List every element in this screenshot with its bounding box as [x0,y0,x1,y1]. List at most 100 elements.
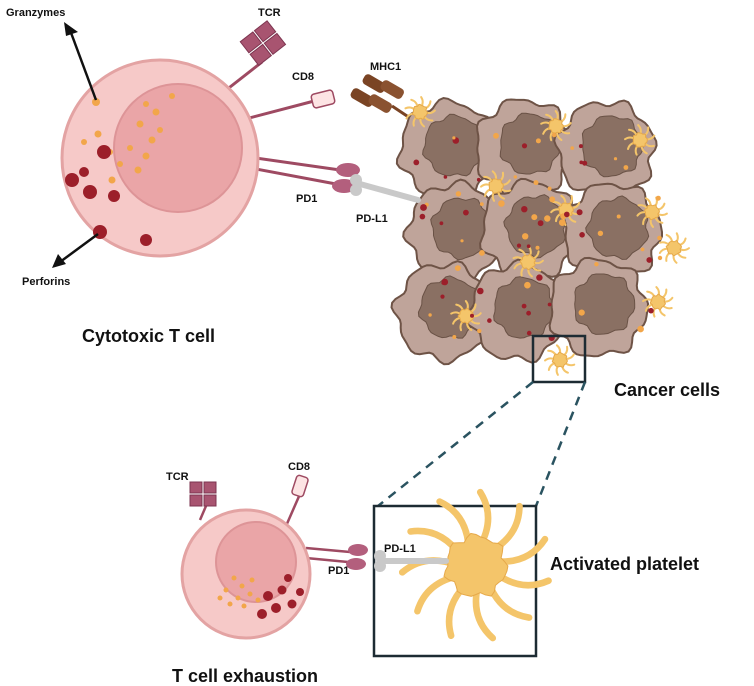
platelet-inset [372,488,552,658]
granzyme-dot [455,191,462,197]
granzyme-dot [479,202,484,207]
granzymes-arrowhead [64,22,78,36]
platelet-body [665,240,683,257]
cancer-cell [402,178,507,285]
small-platelet [450,300,482,332]
platelet-body [551,351,568,368]
granzyme-dot [477,328,482,334]
cancer-cell-nucleus [574,273,636,335]
pdl1-label-inset: PD-L1 [384,543,416,555]
exhausted-granzymes [217,575,261,609]
granzyme-dot [578,309,585,316]
granzyme-dot [479,250,485,256]
perforins-label: Perforins [22,276,70,288]
platelet-body [632,132,648,148]
perforin-dot [521,206,528,213]
perforin-dot [439,221,444,226]
cytotoxic-t-cell-title: Cytotoxic T cell [82,326,215,346]
platelet-body [457,307,474,325]
perforin-dot [516,243,522,248]
cd8-label-bottom: CD8 [288,461,310,473]
perforin-dot [536,274,543,281]
perforin-dot [578,144,583,149]
granzyme-dot [452,335,457,339]
granzyme-granules [81,93,175,184]
platelet-body [519,254,536,271]
granzyme-dot [657,235,662,241]
perforin-dot [646,257,653,263]
granzyme-dot [535,245,540,250]
granzyme-dot [616,214,621,219]
granzyme-dot [655,195,661,201]
small-platelet [540,110,572,142]
perforin-dot [420,204,427,211]
small-platelet [404,96,436,128]
cytotoxic-t-cell [52,20,360,268]
tcr-label-top: TCR [258,7,281,19]
granzyme-dot [594,262,599,267]
granzyme-dot [623,165,629,170]
granzyme-dot [522,233,529,240]
perforin-dot [576,209,583,216]
pd1-receptor-bottom-b [346,558,366,570]
tcr-receptor-bottom [189,481,217,507]
platelet-body [443,532,509,597]
pdl1-ligand-top [350,174,421,203]
exhausted-cell-nucleus [215,521,297,603]
cancer-cell-nucleus [430,197,494,261]
granzyme-dot [533,180,539,186]
mhc1-label: MHC1 [370,61,401,73]
platelet-body [488,178,504,194]
cd8-receptor-top [310,89,336,109]
platelet-body [548,117,564,134]
t-cell-exhaustion-title: T cell exhaustion [172,666,318,686]
perforins-arrow-line [59,232,99,264]
granzyme-dot [452,136,456,140]
small-platelet [512,246,544,278]
granzyme-dot [558,219,566,227]
zoom-box [531,334,587,384]
granzyme-dot [498,200,505,207]
tcr-label-bottom: TCR [166,471,189,483]
small-platelet [480,170,512,202]
granzyme-dot [547,186,552,191]
tcr-receptor-top [239,20,287,67]
granzyme-dot [657,255,663,261]
granzyme-dot [544,215,551,222]
small-platelet [544,344,576,376]
granzyme-dot [535,138,541,144]
small-platelet [636,196,668,228]
granzyme-dot [524,281,531,289]
granzyme-dot [549,196,556,203]
exhausted-perforins [257,574,304,619]
platelet-body [411,103,428,120]
perforin-dot [470,313,474,318]
small-platelet [624,124,656,156]
pd1-receptor-top-a [336,163,360,177]
granzyme-dot [428,313,432,317]
granzyme-dot [454,265,461,271]
granzyme-dot [597,230,604,236]
cancer-cell [548,256,650,358]
perforin-dot [413,159,420,166]
cd8-receptor-bottom [291,474,309,498]
pdl1-ligand-inset [374,550,449,572]
t-cell-nucleus [113,83,243,213]
perforin-dot [547,302,552,307]
perforin-dot [564,211,570,218]
perforin-dot [526,330,532,336]
cancer-cells-title: Cancer cells [614,380,720,400]
perforin-dot [526,310,531,316]
activated-platelet-title: Activated platelet [550,554,699,574]
cd8-label-top: CD8 [292,71,314,83]
perforin-dot [579,160,584,165]
mhc1-molecule [350,74,411,120]
perforin-granules [65,145,152,246]
zoom-line-right [534,381,587,507]
granzyme-dot [493,132,499,139]
granzyme-dot [613,157,618,161]
pd1-label-bottom: PD1 [328,565,349,577]
exhausted-t-cell [180,474,368,640]
granzyme-dot [552,132,557,138]
